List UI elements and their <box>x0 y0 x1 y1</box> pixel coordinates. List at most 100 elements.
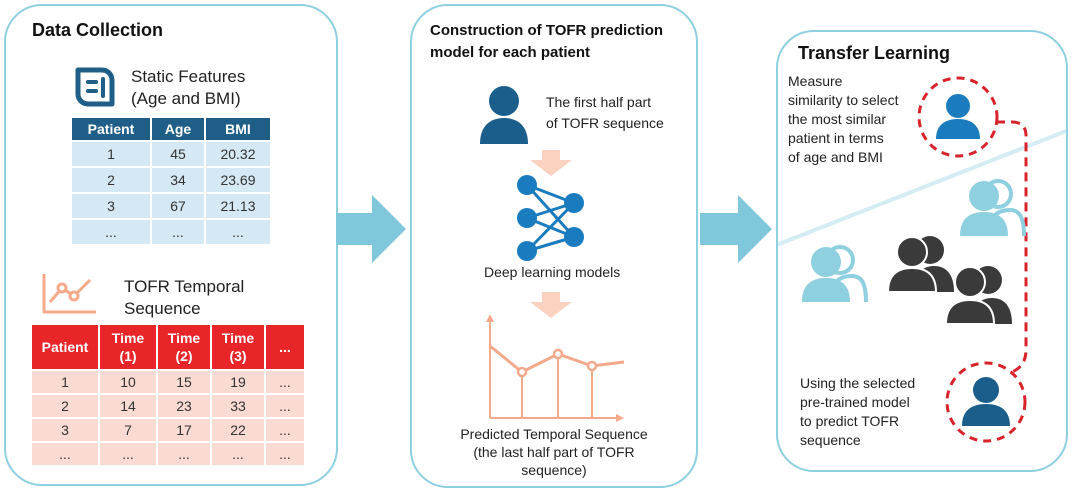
measure-line: similarity to select <box>788 92 899 108</box>
neural-network-icon <box>517 175 584 261</box>
construction-title-line2: model for each patient <box>430 44 591 61</box>
table-cell: 19 <box>212 371 264 393</box>
table-cell: 1 <box>72 142 150 166</box>
table-cell: 3 <box>72 194 150 218</box>
table-cell: ... <box>158 443 210 465</box>
table-cell: ... <box>206 220 270 244</box>
people-icon <box>944 266 1012 325</box>
down-arrow-icon <box>530 292 572 318</box>
table-cell: 3 <box>32 419 98 441</box>
table-cell: 23.69 <box>206 168 270 192</box>
header-cell: ... <box>266 325 304 369</box>
table-cell: 2 <box>72 168 150 192</box>
table-cell: 20.32 <box>206 142 270 166</box>
table-cell: 33 <box>212 395 264 417</box>
measure-line: Measure <box>788 73 843 89</box>
person-icon <box>480 86 528 144</box>
header-line: (3) <box>229 348 247 364</box>
construction-title: Construction of TOFR prediction model fo… <box>430 20 663 64</box>
construction-panel <box>410 4 698 488</box>
header-line: (1) <box>119 348 137 364</box>
table-cell: ... <box>212 443 264 465</box>
line-plot-icon <box>486 314 625 422</box>
table-row: ... ... ... ... ... <box>32 443 304 465</box>
header-line: Patient <box>41 339 89 355</box>
header-line: Time <box>167 330 201 346</box>
people-icon <box>886 236 954 293</box>
table-cell: 45 <box>152 142 204 166</box>
tofr-sequence-label: TOFR Temporal Sequence <box>124 276 244 320</box>
first-half-line2: of TOFR sequence <box>546 115 664 131</box>
predicted-line1: Predicted Temporal Sequence <box>460 426 648 442</box>
down-arrow-icon <box>530 150 572 176</box>
using-line: Using the selected <box>800 375 916 391</box>
static-features-table: Patient Age BMI 1 45 20.32 2 34 23.69 3 … <box>70 116 272 246</box>
table-cell: 15 <box>158 371 210 393</box>
static-features-line2: (Age and BMI) <box>131 89 241 108</box>
table-cell: 7 <box>100 419 156 441</box>
flow-arrow-icon <box>700 195 772 263</box>
data-collection-title: Data Collection <box>32 20 164 40</box>
people-icon <box>960 179 1026 237</box>
table-cell: ... <box>100 443 156 465</box>
table-cell: ... <box>32 443 98 465</box>
header-cell: Time (2) <box>158 325 210 369</box>
using-line: pre-trained model <box>800 394 910 410</box>
table-cell: 21.13 <box>206 194 270 218</box>
predicted-sequence-label: Predicted Temporal Sequence (the last ha… <box>412 425 696 479</box>
table-cell: ... <box>266 443 304 465</box>
table-row: 1 10 15 19 ... <box>32 371 304 393</box>
flow-arrow-icon <box>336 195 406 263</box>
first-half-label: The first half part of TOFR sequence <box>546 92 664 134</box>
separator-line <box>778 128 1066 247</box>
table-cell: 17 <box>158 419 210 441</box>
line-chart-icon <box>42 274 96 314</box>
tofr-label-line1: TOFR Temporal <box>124 277 245 296</box>
first-half-line1: The first half part <box>546 94 652 110</box>
static-features-line1: Static Features <box>131 67 246 86</box>
tofr-sequence-table: Patient Time (1) Time (2) Time (3) ... 1 10… <box>30 323 306 467</box>
table-cell: 1 <box>32 371 98 393</box>
using-model-text: Using the selected pre-trained model to … <box>800 374 915 450</box>
table-row: 3 67 21.13 <box>72 194 270 218</box>
header-line: Time <box>221 330 255 346</box>
table-cell: 10 <box>100 371 156 393</box>
header-cell: Patient <box>32 325 98 369</box>
header-line: (2) <box>175 348 193 364</box>
table-row: 2 34 23.69 <box>72 168 270 192</box>
header-line: Time <box>111 330 145 346</box>
dashed-connector <box>996 120 1028 378</box>
table-cell: 2 <box>32 395 98 417</box>
tofr-label-line2: Sequence <box>124 299 201 318</box>
using-line: to predict TOFR <box>800 413 900 429</box>
header-cell: Time (3) <box>212 325 264 369</box>
table-cell: ... <box>266 371 304 393</box>
table-row: ... ... ... <box>72 220 270 244</box>
table-cell: 67 <box>152 194 204 218</box>
using-line: sequence <box>800 432 861 448</box>
deep-learning-label: Deep learning models <box>484 264 621 280</box>
table-cell: ... <box>266 419 304 441</box>
table-cell: 34 <box>152 168 204 192</box>
header-cell: Age <box>152 118 204 140</box>
table-cell: 23 <box>158 395 210 417</box>
static-table-header: Patient Age BMI <box>72 118 270 140</box>
measure-similarity-text: Measure similarity to select the most si… <box>788 72 898 167</box>
selected-patient-icon <box>945 361 1027 443</box>
header-line: ... <box>279 339 291 355</box>
book-icon <box>75 67 115 107</box>
static-features-label: Static Features (Age and BMI) <box>131 66 245 110</box>
selected-patient-icon <box>917 76 999 158</box>
table-cell: ... <box>266 395 304 417</box>
transfer-learning-title: Transfer Learning <box>798 43 951 63</box>
header-cell: Patient <box>72 118 150 140</box>
header-cell: Time (1) <box>100 325 156 369</box>
construction-title-line1: Construction of TOFR prediction <box>430 22 664 39</box>
people-icon <box>802 245 868 303</box>
predicted-line3: sequence) <box>521 462 587 478</box>
measure-line: of age and BMI <box>788 149 883 165</box>
tofr-table-header: Patient Time (1) Time (2) Time (3) ... <box>32 325 304 369</box>
table-cell: 22 <box>212 419 264 441</box>
table-row: 1 45 20.32 <box>72 142 270 166</box>
table-cell: ... <box>72 220 150 244</box>
